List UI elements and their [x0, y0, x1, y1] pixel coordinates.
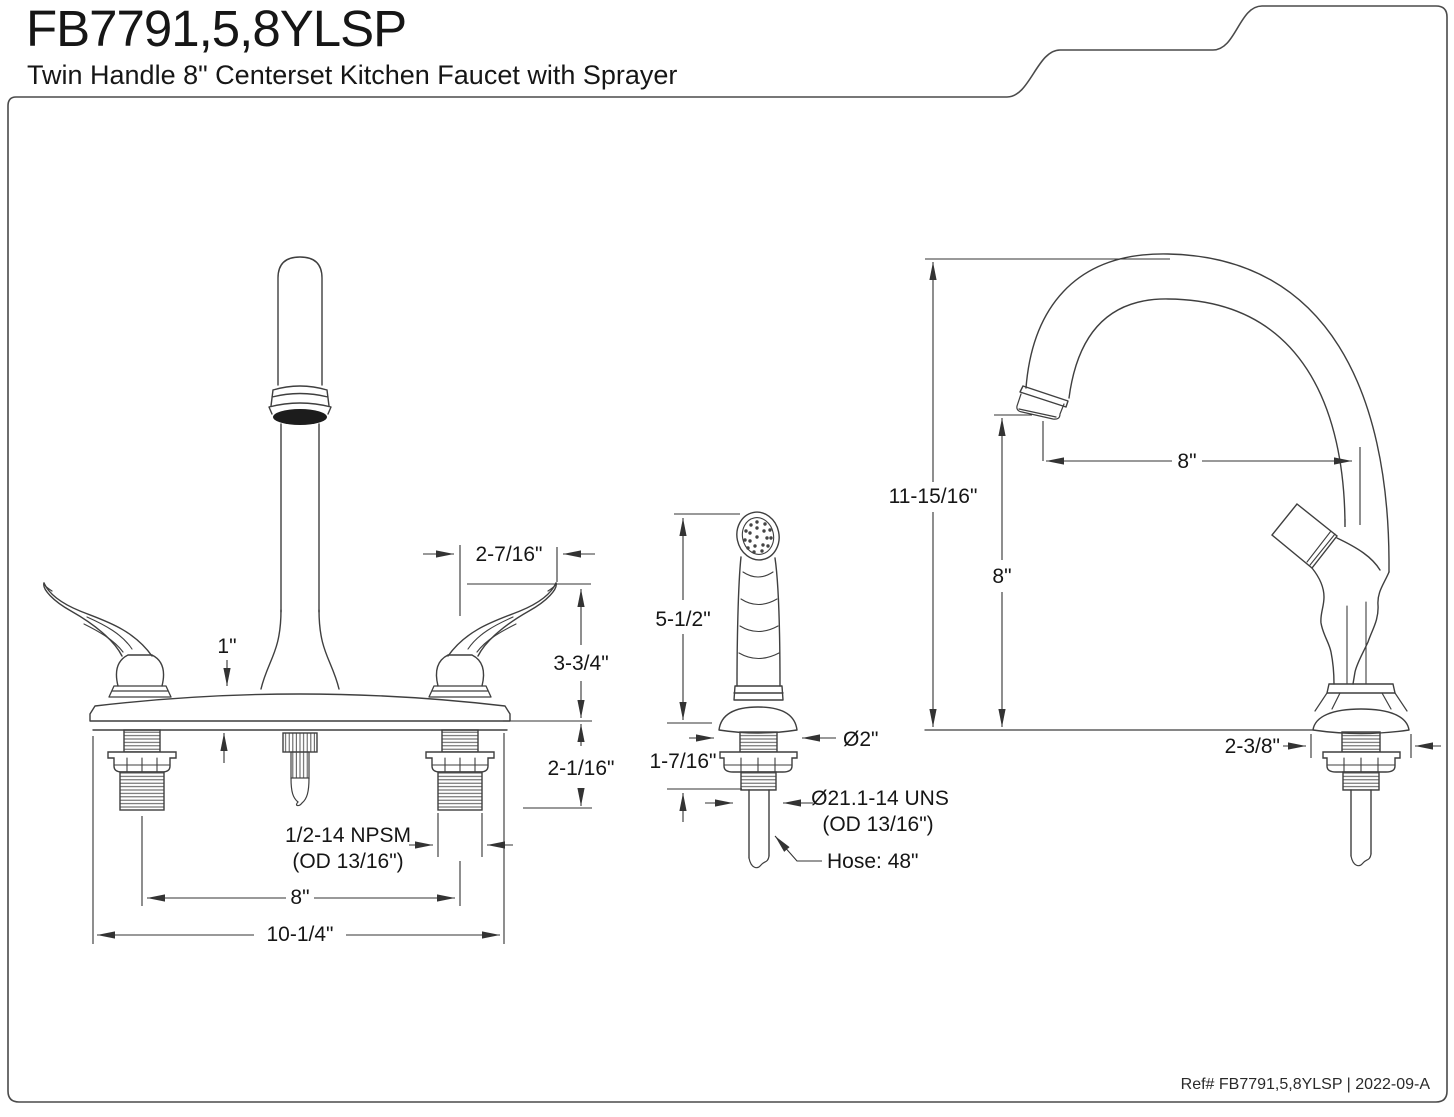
front-view-labels: 2-7/16" 1" 3-3/4" 2-1/16" 1/2-14 NPSM (O… — [217, 543, 614, 946]
dim-shank-length-label: 2-1/16" — [548, 757, 615, 780]
page-subtitle: Twin Handle 8" Centerset Kitchen Faucet … — [27, 60, 677, 90]
front-view-dimensions — [92, 545, 595, 944]
side-view-labels: 11-15/16" 8" 8" 2-3/8" — [889, 450, 1280, 758]
dim-deck-height-label: 1" — [217, 635, 236, 658]
dim-sprayer-shank-label: 1-7/16" — [650, 750, 717, 773]
side-view — [924, 253, 1410, 867]
spray-face-holes — [743, 520, 773, 554]
side-view-dimensions — [925, 258, 1441, 758]
dim-spout-height-label: 8" — [992, 565, 1011, 588]
dim-faucet-centers-label: 8" — [290, 886, 309, 909]
reference-number: Ref# FB7791,5,8YLSP | 2022-09-A — [1181, 1076, 1431, 1093]
sprayer-view — [718, 511, 798, 869]
sprayer-view-labels: 5-1/2" 1-7/16" Ø2" Ø21.1-14 UNS (OD 13/1… — [650, 608, 949, 873]
sprayer-view-dimensions — [667, 513, 836, 862]
dim-spout-reach-label: 8" — [1177, 450, 1196, 473]
sprayer-thread-spec-label: Ø21.1-14 UNS — [811, 787, 949, 810]
dim-handle-reach-label: 2-7/16" — [476, 543, 543, 566]
front-view — [43, 256, 557, 811]
sheet-border — [7, 5, 1448, 1103]
hose-length-label: Hose: 48" — [827, 850, 919, 873]
dim-sprayer-base-diameter-label: Ø2" — [843, 728, 878, 751]
sprayer-thread-od-label: (OD 13/16") — [822, 813, 933, 836]
dim-total-height-label: 11-15/16" — [889, 485, 978, 508]
shank-thread-spec-label: 1/2-14 NPSM — [285, 824, 411, 847]
dim-sprayer-height-label: 5-1/2" — [655, 608, 710, 631]
dim-base-width-label: 10-1/4" — [267, 923, 334, 946]
dim-handle-height-label: 3-3/4" — [553, 652, 608, 675]
page-title: FB7791,5,8YLSP — [26, 0, 406, 57]
shank-thread-od-label: (OD 13/16") — [292, 850, 403, 873]
dim-sprayer-base-width-label: 2-3/8" — [1225, 735, 1280, 758]
